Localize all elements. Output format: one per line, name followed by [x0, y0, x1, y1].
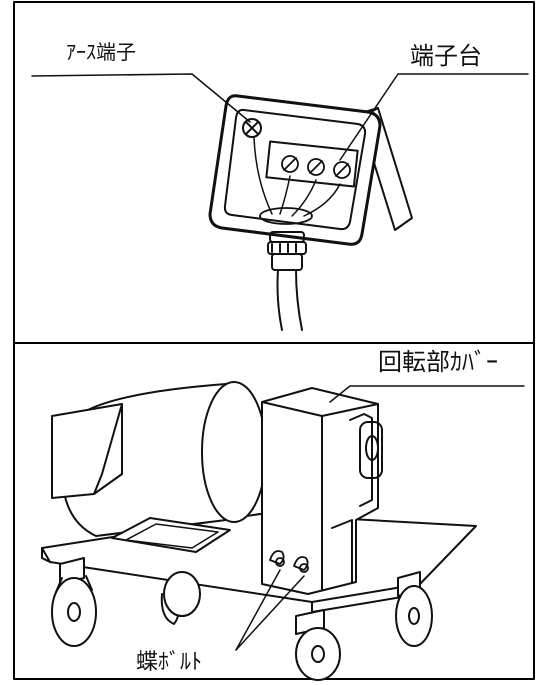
terminal-box: [208, 94, 413, 331]
terminal-block-label: 端子台: [410, 42, 482, 70]
earth-terminal-label: ｱｰｽ端子: [66, 40, 136, 64]
rotating-cover-label: 回転部ｶﾊﾞｰ: [378, 348, 498, 376]
wing-bolt-label: 蝶ﾎﾞﾙﾄ: [136, 650, 203, 675]
leader-lines-bottom: [235, 385, 525, 651]
casters: [51, 557, 433, 681]
motor-cart: [41, 381, 477, 681]
panel-bottom-frame: [13, 342, 535, 680]
leader-lines-top: [31, 73, 529, 161]
